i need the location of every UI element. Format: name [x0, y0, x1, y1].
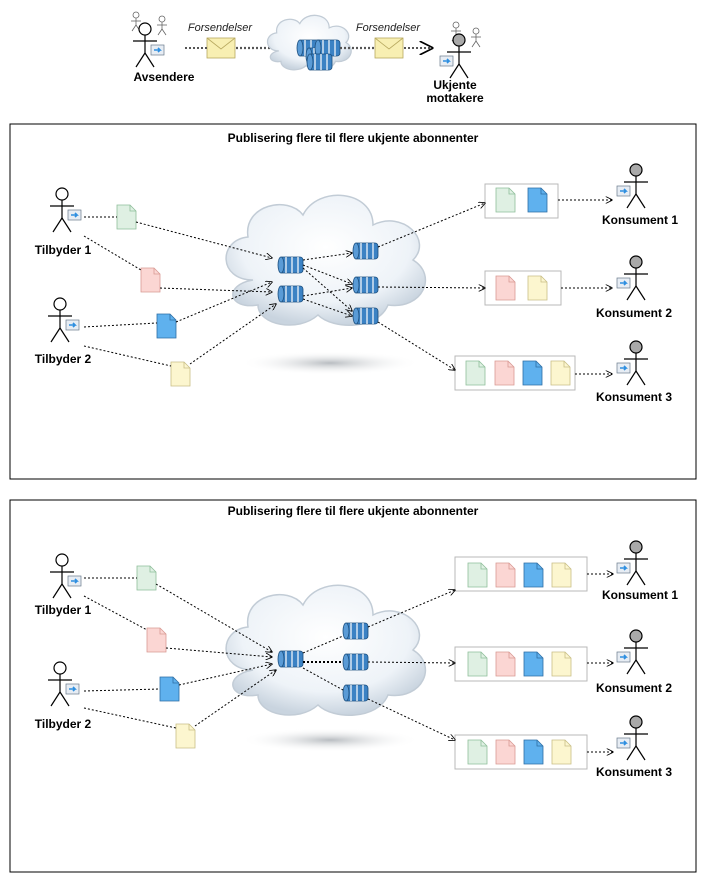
- envelope-icon: [206, 37, 236, 59]
- message-doc-icon: [522, 360, 543, 386]
- send-label: Forsendelser: [188, 22, 254, 34]
- diagram-2-title: Publisering flere til flere ukjente abon…: [228, 504, 479, 518]
- provider-arrows: [83, 216, 276, 367]
- queue-icon: [352, 276, 379, 294]
- queue-icon: [306, 53, 333, 71]
- message-doc-icon: [465, 360, 486, 386]
- receivers-label-2: mottakere: [426, 91, 484, 105]
- inbox-3: [454, 734, 588, 770]
- delivery-arrows: [367, 574, 613, 752]
- message-doc-icon: [175, 723, 196, 749]
- receiver-person-icon: [439, 33, 472, 79]
- consumer-3-label: Konsument 3: [596, 765, 672, 779]
- diagram-1-title: Publisering flere til flere ukjente abon…: [228, 131, 479, 145]
- message-doc-icon: [140, 267, 161, 293]
- sender-person-icon: [132, 22, 165, 68]
- message-doc-icon: [136, 565, 157, 591]
- queue-icon: [277, 256, 304, 274]
- message-doc-icon: [156, 313, 177, 339]
- diagram-1: Publisering flere til flere ukjente abon…: [9, 123, 697, 480]
- provider-2-label: Tilbyder 2: [35, 352, 92, 366]
- cloud-2: [225, 584, 427, 716]
- top-strip: Avsendere Forsendelser Forsendelser Ukje…: [130, 11, 484, 105]
- message-doc-icon: [527, 275, 548, 301]
- diagram-2: Publisering flere til flere ukjente abon…: [9, 499, 697, 873]
- message-doc-icon: [170, 361, 191, 387]
- message-doc-icon: [159, 676, 180, 702]
- consumer-3-label: Konsument 3: [596, 390, 672, 404]
- consumer-2-label: Konsument 2: [596, 306, 672, 320]
- provider-2-label: Tilbyder 2: [35, 717, 92, 731]
- recv-label: Forsendelser: [356, 22, 422, 34]
- message-doc-icon: [494, 360, 515, 386]
- consumer-1-label: Konsument 1: [602, 588, 678, 602]
- small-person-icon: [156, 15, 168, 36]
- queue-icon: [342, 684, 369, 702]
- inbox-2: [454, 646, 588, 682]
- message-doc-icon: [116, 204, 137, 230]
- message-doc-icon: [495, 275, 516, 301]
- provider-1-label: Tilbyder 1: [35, 243, 92, 257]
- message-doc-icon: [550, 360, 571, 386]
- queue-icon: [277, 650, 304, 668]
- consumer-1-label: Konsument 1: [602, 213, 678, 227]
- message-doc-icon: [527, 187, 548, 213]
- small-person-icon: [470, 27, 482, 48]
- consumer-2-label: Konsument 2: [596, 681, 672, 695]
- queue-icon: [314, 39, 341, 57]
- receivers-label-1: Ukjente: [433, 78, 477, 92]
- inbox-1: [454, 556, 588, 592]
- routing-arrows: [302, 635, 344, 691]
- message-doc-icon: [146, 627, 167, 653]
- routing-arrows: [302, 253, 352, 316]
- queue-icon: [352, 307, 379, 325]
- provider-arrows: [83, 577, 276, 729]
- queue-icon: [342, 653, 369, 671]
- queue-icon: [352, 242, 379, 260]
- envelope-icon: [374, 37, 404, 59]
- delivery-arrows: [377, 200, 612, 374]
- provider-1-label: Tilbyder 1: [35, 603, 92, 617]
- message-doc-icon: [495, 187, 516, 213]
- queue-icon: [277, 285, 304, 303]
- queue-icon: [342, 622, 369, 640]
- senders-label: Avsendere: [134, 70, 195, 84]
